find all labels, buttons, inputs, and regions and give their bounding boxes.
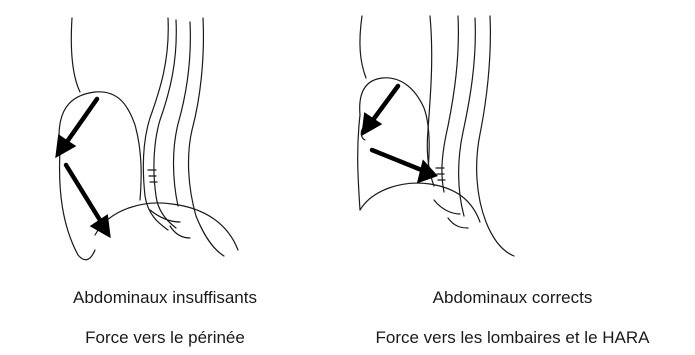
chest-line	[71, 18, 80, 92]
caption-title: Abdominaux corrects	[330, 288, 695, 308]
arrow-down-left	[370, 86, 398, 124]
chest-line	[360, 16, 366, 78]
arrow-toward-lumbar	[372, 150, 424, 171]
figure-correct-abdominals: Abdominaux corrects Force vers les lomba…	[330, 0, 695, 355]
arrow-down-right	[66, 165, 103, 225]
caption-title: Abdominaux insuffisants	[0, 288, 330, 308]
caption-force: Force vers les lombaires et le HARA	[330, 328, 695, 348]
spine-outline-4	[189, 18, 224, 256]
arrow-down-left	[64, 99, 97, 146]
torso-sketch-correct	[330, 0, 695, 280]
torso-sketch-insufficient	[0, 0, 330, 280]
spine-outline-3	[459, 18, 476, 216]
pelvis-outline	[95, 203, 238, 250]
spine-outline-2	[154, 20, 176, 228]
figure-insufficient-abdominals: Abdominaux insuffisants Force vers le pé…	[0, 0, 330, 355]
caption-force: Force vers le périnée	[0, 328, 330, 348]
lower-belly-outline	[358, 115, 360, 210]
spine-outline-4	[477, 16, 514, 256]
spine-outline-2	[442, 16, 458, 192]
pelvis-outline	[360, 183, 480, 222]
